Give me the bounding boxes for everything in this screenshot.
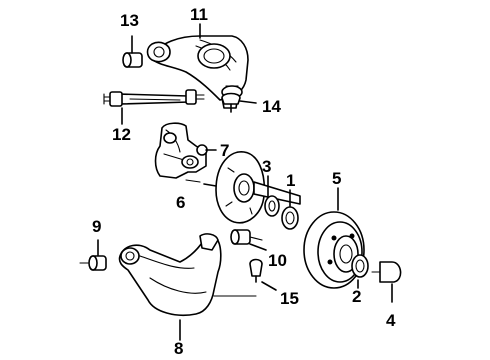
lower-ball-joint — [213, 258, 277, 297]
lower-arm-bushing — [79, 239, 107, 271]
callout-7: 7 — [220, 141, 229, 160]
outer-bearing — [351, 254, 369, 289]
splash-shield — [185, 151, 266, 224]
callout-10: 10 — [268, 251, 287, 270]
callout-5: 5 — [332, 169, 341, 188]
brake-rotor-hub — [303, 187, 365, 289]
upper-arm-bushing — [122, 35, 143, 68]
upper-arm-shaft — [103, 89, 205, 107]
upper-control-arm — [146, 35, 249, 109]
grease-seal — [281, 189, 299, 230]
lower-control-arm — [118, 233, 222, 341]
callout-15: 15 — [280, 289, 299, 308]
inner-bearing — [264, 175, 280, 217]
callout-3: 3 — [262, 157, 271, 176]
dust-cap — [371, 261, 402, 303]
callout-1: 1 — [286, 171, 295, 190]
callout-12: 12 — [112, 125, 131, 144]
spindle — [253, 181, 301, 205]
callout-4: 4 — [386, 311, 396, 330]
callout-6: 6 — [176, 193, 185, 212]
callout-9: 9 — [92, 217, 101, 236]
callout-2: 2 — [352, 287, 361, 306]
lower-arm-bushing-rear — [230, 229, 267, 251]
steering-knuckle — [154, 122, 217, 179]
callout-11: 11 — [190, 5, 208, 24]
callout-8: 8 — [174, 339, 183, 358]
upper-ball-joint — [221, 92, 257, 113]
callout-14: 14 — [262, 97, 281, 116]
callout-13: 13 — [120, 11, 139, 30]
